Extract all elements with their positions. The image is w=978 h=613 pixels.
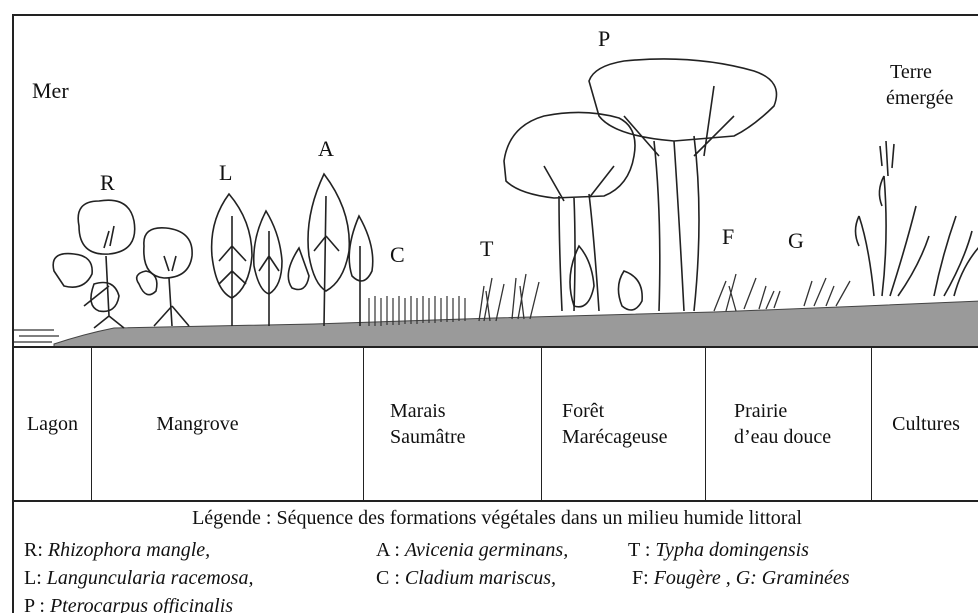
rhizophora-trees	[53, 200, 192, 328]
land-label-line1: Terre	[890, 60, 932, 84]
zone-label: Mangrove	[156, 411, 238, 437]
letter-a: A	[318, 136, 334, 162]
avicenia-trees	[288, 174, 372, 326]
crop-plants	[856, 141, 978, 296]
letter-c: C	[390, 242, 405, 268]
letter-g: G	[788, 228, 804, 254]
legend-entry: P : Pterocarpus officinalis	[24, 595, 233, 613]
legend-entry: R: Rhizophora mangle,	[24, 539, 210, 562]
zone-lagon: Lagon	[14, 348, 92, 500]
letter-f: F	[722, 224, 734, 250]
legend-entry: C : Cladium mariscus,	[376, 567, 556, 590]
zone-label: Cultures	[892, 411, 960, 437]
vegetation-illustration: Mer Terre émergée R L A C T P F G	[14, 16, 978, 348]
zone-label: Lagon	[27, 411, 78, 437]
fern-and-grass	[714, 274, 850, 311]
legend-entry: A : Avicenia germinans,	[376, 539, 568, 562]
letter-l: L	[219, 160, 232, 186]
zone-label: Prairie	[734, 398, 831, 424]
legend-entry: T : Typha domingensis	[628, 539, 809, 562]
sea-water	[14, 330, 59, 342]
pterocarpus-trees	[504, 59, 777, 311]
zone-label: Marais	[390, 398, 466, 424]
legend-entry: F: Fougère , G: Graminées	[632, 567, 850, 590]
letter-r: R	[100, 170, 115, 196]
letter-p: P	[598, 26, 610, 52]
zone-mangrove: Mangrove	[92, 348, 364, 500]
laguncularia-trees	[212, 194, 282, 326]
typha-grass	[479, 274, 539, 321]
vegetation-drawing	[14, 16, 978, 348]
ground-profile	[54, 301, 978, 348]
land-label-line2: émergée	[886, 86, 953, 110]
legend-title: Légende : Séquence des formations végéta…	[14, 507, 978, 530]
zone-cultures: Cultures	[872, 348, 978, 500]
diagram-frame: Mer Terre émergée R L A C T P F G Lagon …	[12, 14, 978, 613]
sea-label: Mer	[32, 78, 69, 104]
zone-label: Forêt	[562, 398, 668, 424]
letter-t: T	[480, 236, 493, 262]
legend-entry: L: Languncularia racemosa,	[24, 567, 253, 590]
